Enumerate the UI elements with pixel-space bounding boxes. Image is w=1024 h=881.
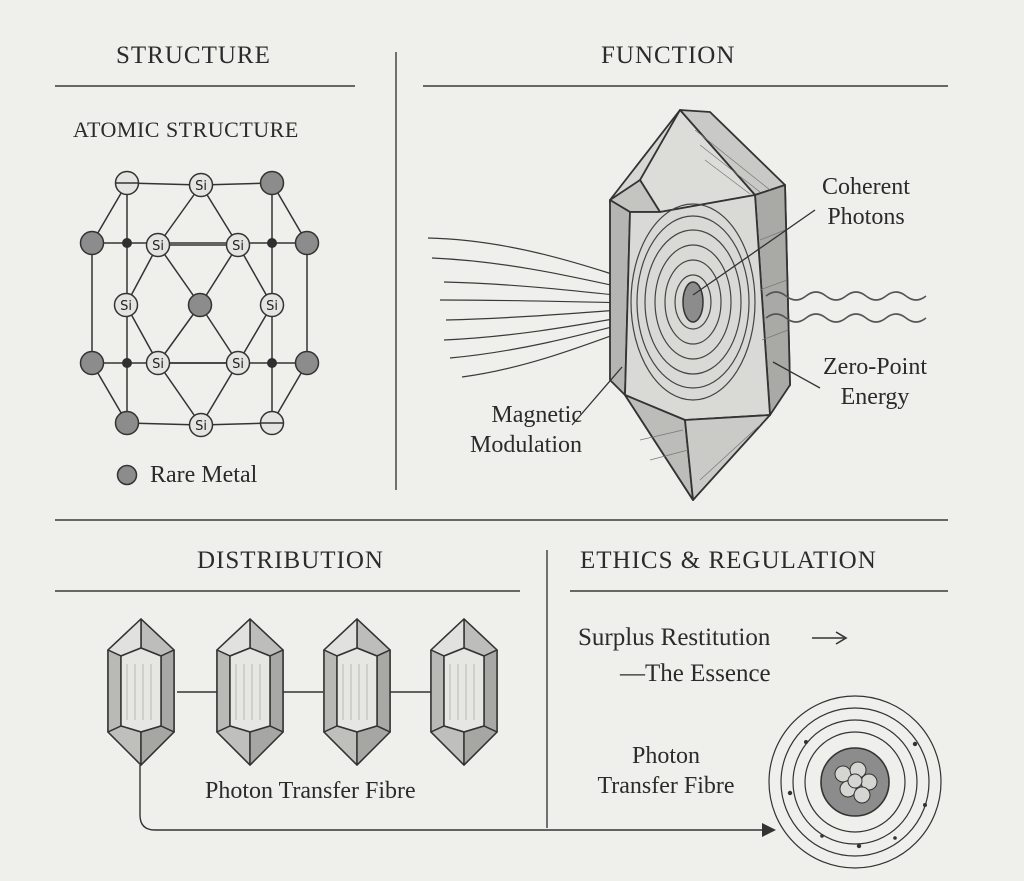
zero-point-pointer — [772, 361, 821, 389]
section-title-structure: STRUCTURE — [116, 42, 271, 69]
si-atom: Si — [188, 412, 214, 438]
atomic-structure-subtitle: ATOMIC STRUCTURE — [73, 117, 299, 142]
rare-metal-atom — [294, 230, 320, 256]
si-atom: Si — [113, 292, 139, 318]
si-atom-label: Si — [195, 419, 207, 434]
energy-rings — [630, 203, 756, 401]
coherent-photons-pointer — [692, 209, 816, 296]
the-essence-text: —The Essence — [620, 660, 771, 687]
si-atom-label: Si — [152, 357, 164, 372]
distribution-crystal — [107, 618, 175, 766]
magnetic-modulation-line2: Modulation — [470, 432, 582, 458]
si-atom: Si — [145, 350, 171, 376]
magnetic-modulation-pointer — [571, 366, 623, 426]
surplus-restitution-text: Surplus Restitution — [578, 624, 771, 651]
section-title-function: FUNCTION — [601, 42, 736, 69]
section-title-ethics: ETHICS & REGULATION — [580, 547, 877, 574]
distribution-crystal — [430, 618, 498, 766]
essence-orbit — [768, 695, 942, 869]
section-dividers — [55, 52, 948, 828]
si-atom-label: Si — [120, 299, 132, 314]
fibre-connections — [139, 691, 770, 831]
si-atom: Si — [225, 350, 251, 376]
lattice-junctions — [122, 238, 277, 368]
si-atom-label: Si — [152, 239, 164, 254]
rare-metal-atom — [294, 350, 320, 376]
section-title-distribution: DISTRIBUTION — [197, 547, 384, 574]
si-atom: Si — [225, 232, 251, 258]
si-atom-label: Si — [232, 239, 244, 254]
si-atom: Si — [259, 292, 285, 318]
rare-metal-atom — [114, 410, 140, 436]
photon-core — [682, 281, 704, 323]
zero-point-line1: Zero-Point — [823, 354, 927, 380]
route-arrowhead — [762, 823, 776, 837]
legend-swatch — [116, 464, 138, 486]
distribution-fibre-label: Photon Transfer Fibre — [205, 778, 416, 804]
photon-transfer-route — [139, 765, 770, 831]
rare-metal-atom — [79, 350, 105, 376]
rare-metal-atoms — [79, 170, 320, 436]
si-atom-label: Si — [232, 357, 244, 372]
rare-metal-atom — [187, 292, 213, 318]
orbit-particles — [787, 740, 927, 849]
coherent-photons-line2: Photons — [827, 204, 905, 230]
essence-nucleus — [834, 761, 878, 804]
zero-point-waves — [765, 291, 927, 323]
crystal-hatching — [639, 129, 789, 481]
rare-metal-legend-label: Rare Metal — [150, 462, 258, 488]
restitution-arrow — [812, 631, 848, 645]
distribution-crystals — [107, 618, 498, 766]
coherent-photons-label: Coherent Photons — [808, 172, 924, 232]
si-atom: Si — [145, 232, 171, 258]
function-callouts — [571, 209, 821, 426]
rare-metal-atom — [79, 230, 105, 256]
magnetic-modulation-line1: Magnetic — [491, 402, 582, 428]
distribution-crystal — [323, 618, 391, 766]
ethics-fibre-line1: Photon — [631, 743, 700, 769]
si-atom-label: Si — [195, 179, 207, 194]
ethics-fibre-line2: Transfer Fibre — [597, 773, 735, 799]
si-atom-label: Si — [266, 299, 278, 314]
half-atoms — [114, 170, 285, 436]
coherent-photons-line1: Coherent — [822, 174, 910, 200]
zero-point-energy-label: Zero-Point Energy — [810, 352, 940, 412]
si-atom: Si — [188, 172, 214, 198]
rare-metal-atom — [259, 170, 285, 196]
ethics-fibre-label: Photon Transfer Fibre — [580, 741, 752, 801]
zero-point-line2: Energy — [840, 384, 910, 410]
distribution-crystal — [216, 618, 284, 766]
magnetic-modulation-label: Magnetic Modulation — [440, 400, 582, 460]
rare-metal-legend-icon — [116, 464, 138, 486]
